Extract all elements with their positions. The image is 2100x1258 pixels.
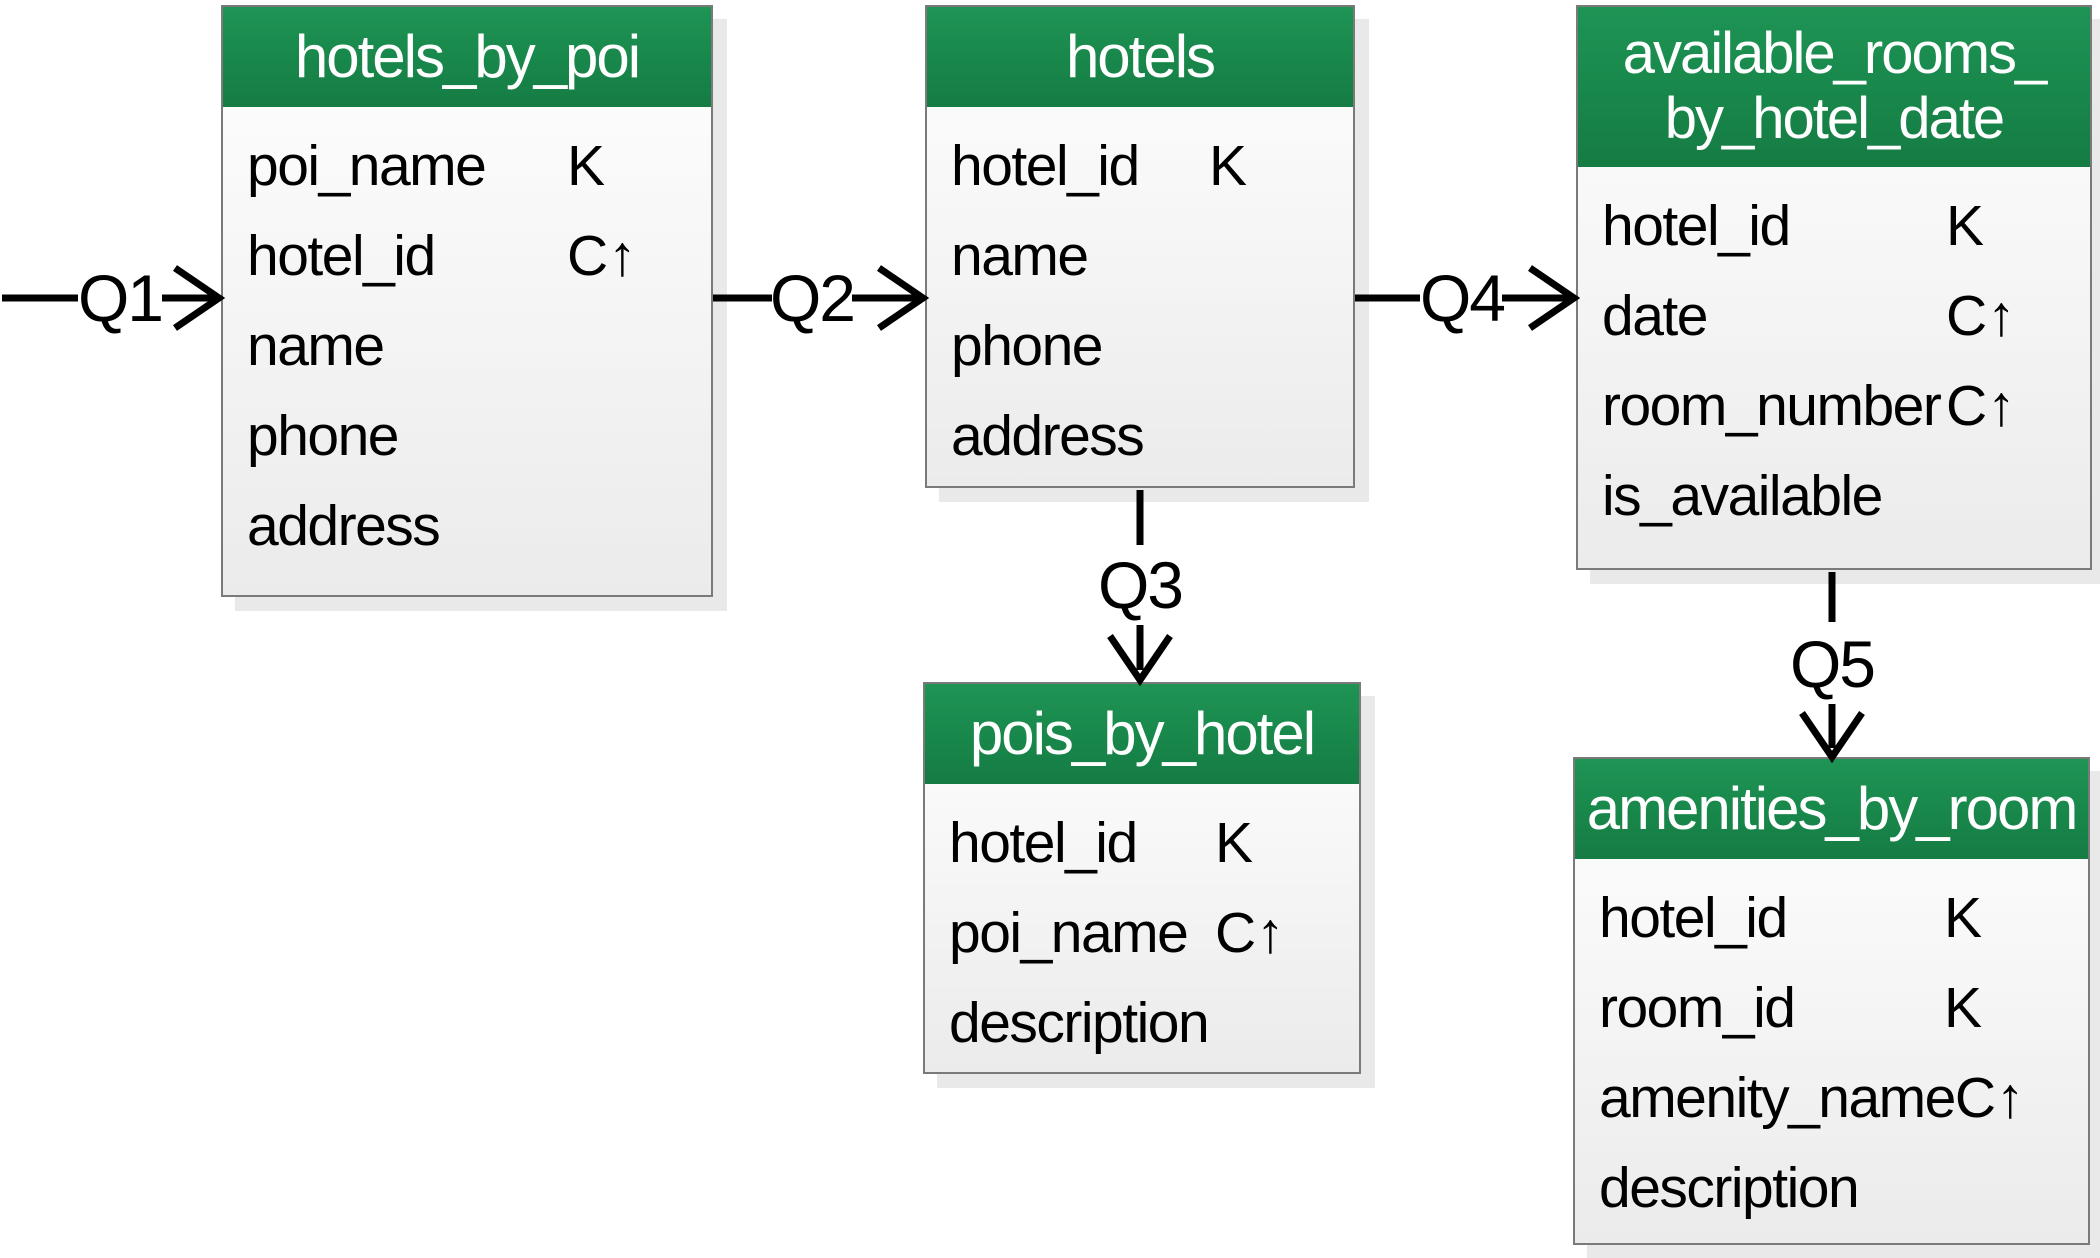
- column-name: poi_name: [247, 134, 487, 198]
- column-key-symbol: C↑: [567, 224, 637, 288]
- table-header: hotels_by_poi: [223, 7, 711, 107]
- column-row: hotel_id K: [1599, 873, 2064, 963]
- table-title: available_rooms_ by_hotel_date: [1622, 21, 2048, 151]
- arrowhead-down-icon: [1107, 634, 1173, 687]
- column-key-symbol: K: [1209, 134, 1248, 198]
- arrowhead-right-icon: [877, 265, 930, 331]
- query-label-q2: Q2: [770, 261, 854, 335]
- column-row: room_number C↑: [1602, 361, 2066, 451]
- column-name: is_available: [1602, 464, 1883, 528]
- arrowhead-down-icon: [1799, 711, 1865, 764]
- table-columns: hotel_id K name phone address: [927, 107, 1353, 481]
- table-amenities-by-room: amenities_by_room hotel_id K room_id K a…: [1573, 757, 2090, 1245]
- query-arrow-q2: Q2: [713, 261, 930, 335]
- column-name: date: [1602, 284, 1708, 348]
- table-header: pois_by_hotel: [925, 684, 1359, 784]
- column-row: phone: [247, 391, 687, 481]
- column-row: hotel_id K: [951, 121, 1329, 211]
- column-row: name: [247, 301, 687, 391]
- column-key-symbol: K: [567, 134, 606, 198]
- table-hotels: hotels hotel_id K name phone address: [925, 5, 1355, 488]
- column-name: room_number: [1602, 374, 1942, 438]
- column-name: address: [951, 404, 1145, 468]
- column-key-symbol: K: [1944, 886, 1983, 950]
- table-header: hotels: [927, 7, 1353, 107]
- arrowhead-right-icon: [1528, 265, 1581, 331]
- column-name: amenity_name: [1599, 1066, 1956, 1130]
- column-row: description: [949, 978, 1335, 1068]
- column-key-symbol: C↑: [1946, 374, 2016, 438]
- column-row: room_id K: [1599, 963, 2064, 1053]
- table-title: amenities_by_room: [1586, 775, 2079, 843]
- column-key-symbol: K: [1944, 976, 1983, 1040]
- query-label-q1: Q1: [78, 261, 162, 335]
- column-key-symbol: C↑: [1946, 284, 2016, 348]
- column-name: hotel_id: [949, 811, 1138, 875]
- query-label-q5: Q5: [1790, 627, 1874, 701]
- column-row: is_available: [1602, 451, 2066, 541]
- column-name: phone: [247, 404, 400, 468]
- column-row: name: [951, 211, 1329, 301]
- table-hotels-by-poi: hotels_by_poi poi_name K hotel_id C↑ nam…: [221, 5, 713, 597]
- column-row: phone: [951, 301, 1329, 391]
- table-header: amenities_by_room: [1575, 759, 2088, 859]
- column-row: hotel_id C↑: [247, 211, 687, 301]
- query-label-q3: Q3: [1098, 548, 1182, 622]
- column-name: name: [247, 314, 385, 378]
- column-name: phone: [951, 314, 1104, 378]
- table-header: available_rooms_ by_hotel_date: [1578, 7, 2090, 167]
- column-row: amenity_name C↑: [1599, 1053, 2064, 1143]
- table-columns: poi_name K hotel_id C↑ name phone addres…: [223, 107, 711, 571]
- column-name: address: [247, 494, 441, 558]
- table-title: hotels: [1065, 23, 1216, 91]
- column-key-symbol: C↑: [1954, 1066, 2025, 1130]
- table-columns: hotel_id K date C↑ room_number C↑ is_ava…: [1578, 167, 2090, 541]
- arrowhead-right-icon: [173, 265, 226, 331]
- query-arrow-q4: Q4: [1355, 261, 1581, 335]
- column-name: description: [1599, 1156, 1860, 1220]
- query-label-q4: Q4: [1420, 261, 1504, 335]
- column-name: room_id: [1599, 976, 1796, 1040]
- table-title: pois_by_hotel: [969, 700, 1316, 768]
- column-name: hotel_id: [247, 224, 436, 288]
- query-arrow-q5: Q5: [1790, 572, 1876, 764]
- column-name: name: [951, 224, 1089, 288]
- column-row: description: [1599, 1143, 2064, 1233]
- column-row: address: [951, 391, 1329, 481]
- column-row: poi_name C↑: [949, 888, 1335, 978]
- table-columns: hotel_id K room_id K amenity_name C↑ des…: [1575, 859, 2088, 1233]
- column-name: hotel_id: [951, 134, 1140, 198]
- column-name: poi_name: [949, 901, 1189, 965]
- column-row: poi_name K: [247, 121, 687, 211]
- column-row: address: [247, 481, 687, 571]
- column-row: hotel_id K: [949, 798, 1335, 888]
- table-available-rooms-by-hotel-date: available_rooms_ by_hotel_date hotel_id …: [1576, 5, 2092, 570]
- column-key-symbol: K: [1215, 811, 1254, 875]
- table-columns: hotel_id K poi_name C↑ description: [925, 784, 1359, 1068]
- column-name: hotel_id: [1599, 886, 1788, 950]
- column-key-symbol: C↑: [1215, 901, 1285, 965]
- query-arrow-q1: Q1: [2, 261, 226, 335]
- query-arrow-q3: Q3: [1098, 490, 1184, 687]
- column-key-symbol: K: [1946, 194, 1985, 258]
- table-title: hotels_by_poi: [294, 23, 641, 91]
- column-row: date C↑: [1602, 271, 2066, 361]
- column-name: description: [949, 991, 1210, 1055]
- table-pois-by-hotel: pois_by_hotel hotel_id K poi_name C↑ des…: [923, 682, 1361, 1074]
- column-row: hotel_id K: [1602, 181, 2066, 271]
- column-name: hotel_id: [1602, 194, 1791, 258]
